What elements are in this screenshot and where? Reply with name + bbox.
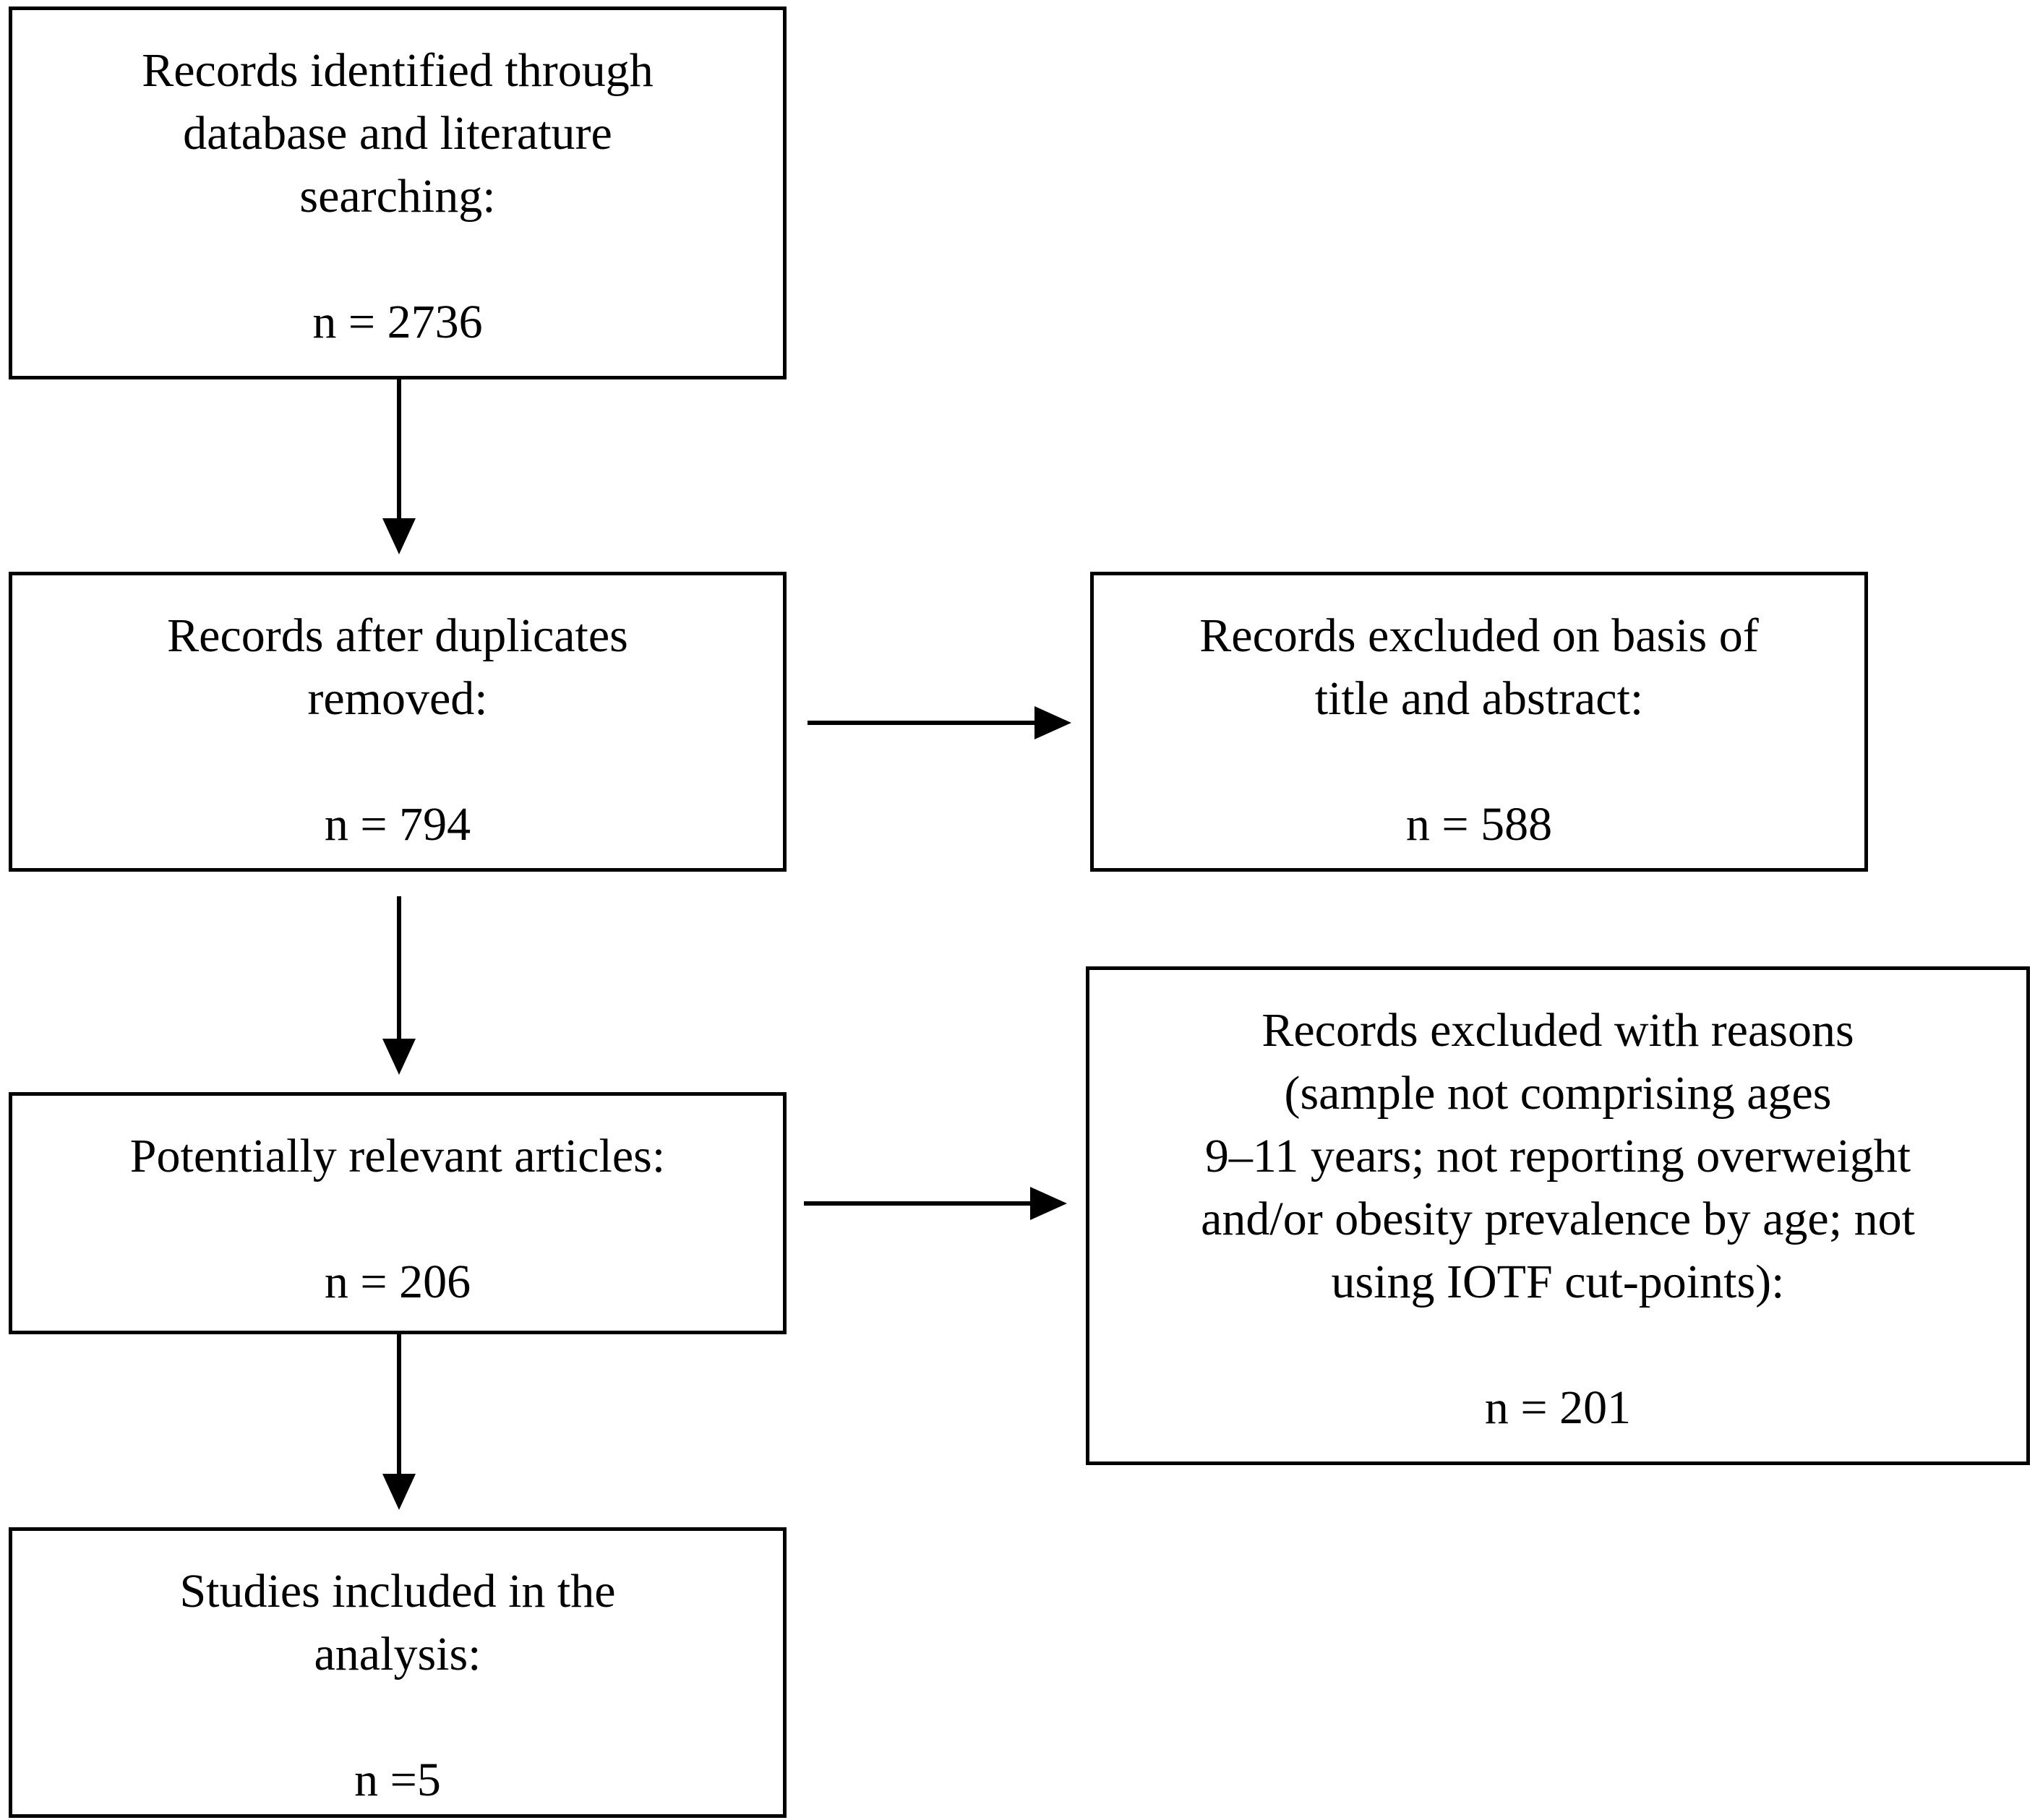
arrow-identified-to-duplicates	[382, 379, 416, 554]
excluded-reasons-line-5: using IOTF cut-points):	[1331, 1255, 1785, 1308]
duplicates-removed-line-1: Records after duplicates	[167, 609, 628, 662]
potentially-relevant-line-1: Potentially relevant articles:	[129, 1130, 666, 1182]
excluded-reasons-line-3: 9–11 years; not reporting overweight	[1204, 1130, 1911, 1182]
records-identified-count: n = 2736	[312, 296, 483, 348]
arrow-relevant-to-included	[382, 1334, 416, 1510]
duplicates-removed-line-2: removed:	[307, 672, 488, 725]
duplicates-removed-count: n = 794	[324, 798, 471, 851]
excluded-reasons-line-2: (sample not comprising ages	[1284, 1067, 1832, 1120]
excluded-reasons-line-1: Records excluded with reasons	[1261, 1004, 1854, 1057]
box-duplicates-removed: Records after duplicates removed: n = 79…	[9, 572, 787, 872]
box-records-identified: Records identified through database and …	[9, 7, 787, 379]
box-potentially-relevant: Potentially relevant articles: n = 206	[9, 1092, 787, 1334]
excluded-reasons-line-4: and/or obesity prevalence by age; not	[1201, 1193, 1915, 1245]
excluded-title-abstract-count: n = 588	[1405, 798, 1553, 851]
records-identified-line-2: database and literature	[183, 107, 612, 160]
arrow-duplicates-to-relevant	[382, 896, 416, 1075]
box-studies-included: Studies included in the analysis: n =5	[9, 1527, 787, 1818]
records-identified-line-3: searching:	[299, 170, 496, 223]
box-excluded-reasons: Records excluded with reasons (sample no…	[1086, 966, 2030, 1465]
potentially-relevant-count: n = 206	[324, 1255, 471, 1308]
excluded-title-abstract-line-1: Records excluded on basis of	[1199, 609, 1759, 662]
records-identified-line-1: Records identified through	[142, 44, 654, 97]
studies-included-line-2: analysis:	[314, 1628, 481, 1681]
studies-included-count: n =5	[354, 1754, 441, 1806]
studies-included-line-1: Studies included in the	[179, 1565, 616, 1618]
excluded-reasons-count: n = 201	[1484, 1381, 1632, 1434]
box-excluded-title-abstract: Records excluded on basis of title and a…	[1090, 572, 1868, 872]
arrow-duplicates-to-excluded-title	[807, 706, 1071, 739]
excluded-title-abstract-line-2: title and abstract:	[1314, 672, 1644, 725]
arrow-relevant-to-excluded-reasons	[804, 1187, 1067, 1220]
